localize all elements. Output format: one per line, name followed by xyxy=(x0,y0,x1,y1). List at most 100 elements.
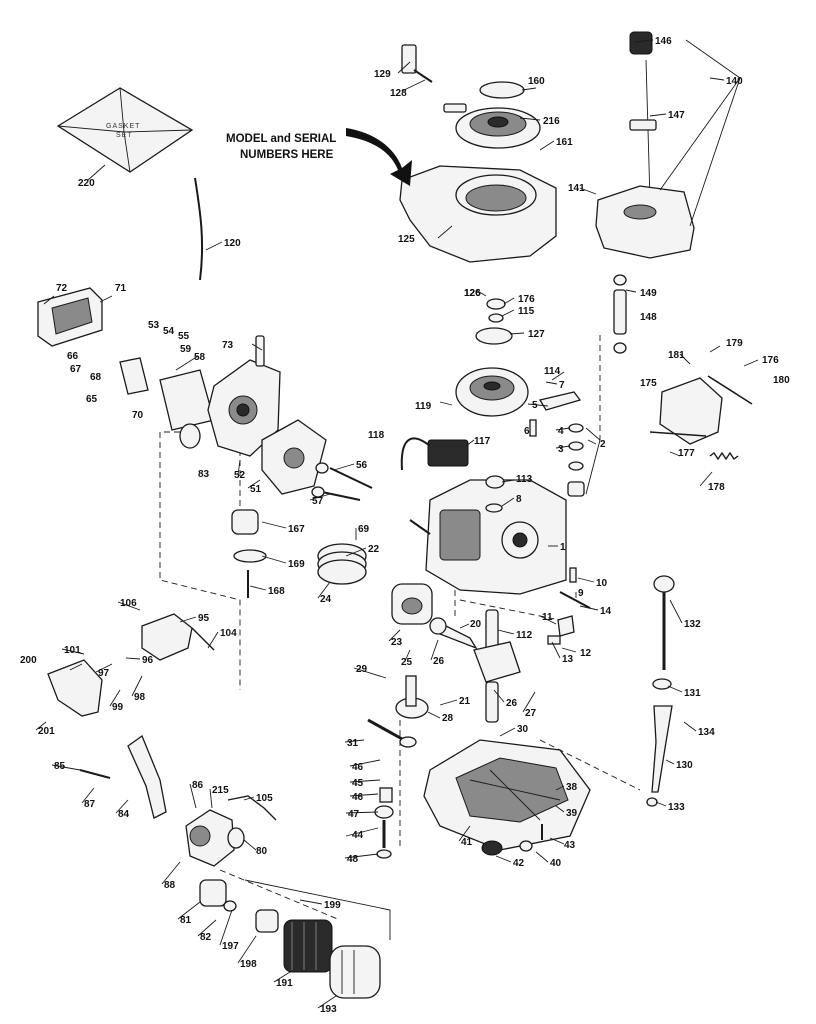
callout-label: 176 xyxy=(518,294,535,305)
callout-label: 201 xyxy=(38,726,55,737)
carburetor xyxy=(185,809,245,867)
callout-label: 38 xyxy=(566,782,578,793)
leader-line xyxy=(587,439,597,445)
callout-label: 83 xyxy=(198,469,210,480)
leader-line xyxy=(175,355,199,371)
callout-label: 9 xyxy=(578,588,584,599)
leader-line xyxy=(679,353,691,365)
callout-label: 119 xyxy=(415,401,432,412)
callout-label: 46 xyxy=(352,792,364,803)
control-bracket xyxy=(649,375,753,445)
model-serial-note: MODEL and SERIAL NUMBERS HERE xyxy=(226,128,412,186)
callout-label: 141 xyxy=(568,183,585,194)
callout-label: 44 xyxy=(352,830,364,841)
callout-label: 149 xyxy=(640,288,657,299)
leader-line xyxy=(667,685,683,693)
leader-line xyxy=(655,801,667,807)
leader-line xyxy=(503,297,515,305)
callout-label: 181 xyxy=(668,350,685,361)
callout-label: 27 xyxy=(525,708,537,719)
leader-line xyxy=(527,403,549,407)
leader-line xyxy=(197,919,217,937)
callout-label: 65 xyxy=(86,394,98,405)
callout-label: 128 xyxy=(390,88,407,99)
callout-label: 215 xyxy=(212,785,229,796)
callout-label: 8 xyxy=(516,494,522,505)
leader-line xyxy=(519,117,541,121)
gasket-set-label-1: GASKET xyxy=(106,123,140,130)
leader-line xyxy=(299,899,323,905)
leader-line xyxy=(237,935,257,964)
piston-rings xyxy=(317,543,367,585)
callout-label: 133 xyxy=(668,802,685,813)
leader-line xyxy=(555,785,565,791)
callout-label: 191 xyxy=(276,978,293,989)
leader-line xyxy=(344,739,365,743)
callout-label: 86 xyxy=(192,780,204,791)
callout-label: 48 xyxy=(347,854,359,865)
callout-label: 193 xyxy=(320,1004,337,1015)
callout-label: 114 xyxy=(544,366,561,377)
leader-line xyxy=(99,295,113,303)
leader-line xyxy=(501,497,515,507)
callout-label: 175 xyxy=(640,378,657,389)
governor-bracket xyxy=(141,613,215,661)
callout-label: 72 xyxy=(56,283,68,294)
leader-line xyxy=(344,853,379,859)
gasket-set-envelope: GASKET SET xyxy=(56,87,194,173)
callout-label: 148 xyxy=(640,312,657,323)
callout-label: 52 xyxy=(234,470,246,481)
callout-label: 21 xyxy=(459,696,471,707)
callout-label: 5 xyxy=(532,400,538,411)
callout-label: 45 xyxy=(352,778,364,789)
callout-label: 25 xyxy=(401,657,413,668)
leader-line xyxy=(561,647,577,653)
callout-label: 55 xyxy=(178,331,190,342)
leader-line xyxy=(549,837,565,845)
callout-label: 180 xyxy=(773,375,790,386)
leader-line xyxy=(205,241,223,251)
leader-line xyxy=(427,711,441,719)
flywheel xyxy=(455,367,529,417)
callout-label: 70 xyxy=(132,410,144,421)
callout-label: 220 xyxy=(78,178,95,189)
callout-label: 10 xyxy=(596,578,608,589)
callout-label: 58 xyxy=(194,352,206,363)
callout-label: 24 xyxy=(320,594,332,605)
callout-label: 23 xyxy=(391,637,403,648)
leader-line xyxy=(539,615,557,625)
leader-line xyxy=(522,691,536,713)
leader-line xyxy=(555,427,571,431)
leader-line xyxy=(709,77,725,81)
callout-label: 131 xyxy=(684,688,701,699)
callout-label: 127 xyxy=(528,329,545,340)
leader-line xyxy=(555,805,565,813)
callout-label: 54 xyxy=(163,326,175,337)
leader-line xyxy=(309,493,331,501)
callout-label: 106 xyxy=(120,598,137,609)
callout-label: 95 xyxy=(198,613,210,624)
callout-label: 169 xyxy=(288,559,305,570)
callout-label: 105 xyxy=(256,793,273,804)
callout-label: 53 xyxy=(148,320,160,331)
callout-label: 41 xyxy=(461,837,473,848)
callout-label: 56 xyxy=(356,460,368,471)
leader-line xyxy=(345,811,379,814)
callout-label: 7 xyxy=(559,380,565,391)
gasket-set-label-2: SET xyxy=(116,132,133,139)
callout-label: 168 xyxy=(268,586,285,597)
callout-label: 129 xyxy=(374,69,391,80)
callout-label: 85 xyxy=(54,761,66,772)
leader-line xyxy=(397,61,411,74)
leader-line xyxy=(247,479,261,489)
leader-line xyxy=(189,783,197,809)
callout-label: 216 xyxy=(543,116,560,127)
callout-label: 88 xyxy=(164,880,176,891)
callout-label: 4 xyxy=(558,426,564,437)
leader-line xyxy=(87,164,106,181)
leader-line xyxy=(475,289,487,297)
leader-line xyxy=(665,759,675,765)
leader-line xyxy=(539,140,555,151)
callout-label: 115 xyxy=(518,306,535,317)
